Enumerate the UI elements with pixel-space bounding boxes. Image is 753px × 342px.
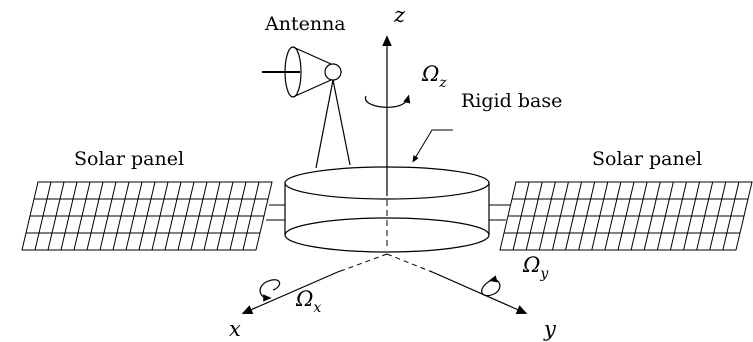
panel-grid-line bbox=[604, 181, 622, 251]
omega-y-label: Ωy bbox=[522, 253, 549, 282]
panel-grid-line bbox=[125, 181, 143, 251]
antenna-label: Antenna bbox=[264, 13, 346, 35]
x-axis-label: x bbox=[229, 317, 241, 341]
panel-grid-line bbox=[99, 181, 117, 251]
antenna-dish bbox=[262, 46, 342, 98]
rotation-arrow-x bbox=[259, 279, 281, 302]
panel-grid-line bbox=[203, 181, 221, 251]
rotation-arrow-y bbox=[481, 275, 501, 297]
panel-grid-line bbox=[709, 181, 727, 251]
panel-grid-line bbox=[683, 181, 701, 251]
panel-grid-line bbox=[86, 181, 104, 251]
panel-grid-line bbox=[722, 181, 740, 251]
rigid-base bbox=[284, 166, 490, 253]
panel-booms bbox=[266, 204, 510, 221]
panel-grid-line bbox=[656, 181, 674, 251]
left-solar-panel-label: Solar panel bbox=[74, 148, 184, 170]
panel-grid-line bbox=[242, 181, 260, 251]
rigid-base-leader bbox=[412, 129, 453, 163]
omega-z-label: Ωz bbox=[421, 62, 447, 91]
panel-grid-line bbox=[229, 181, 247, 251]
rigid-base-label: Rigid base bbox=[461, 90, 562, 112]
left-solar-panel bbox=[21, 181, 273, 251]
panel-grid-line bbox=[617, 181, 635, 251]
panel-grid-line bbox=[190, 181, 208, 251]
panel-grid-line bbox=[112, 181, 130, 251]
rotation-arrow-z bbox=[365, 94, 411, 108]
panel-grid-line bbox=[164, 181, 182, 251]
panel-grid-line bbox=[591, 181, 609, 251]
x-axis bbox=[241, 253, 388, 315]
panel-grid-line bbox=[151, 181, 169, 251]
panel-grid-line bbox=[34, 181, 52, 251]
panel-grid-line bbox=[512, 181, 530, 251]
panel-grid-line bbox=[643, 181, 661, 251]
y-axis bbox=[386, 253, 528, 314]
panel-grid-line bbox=[138, 181, 156, 251]
panel-grid-line bbox=[525, 181, 543, 251]
panel-grid-line bbox=[538, 181, 556, 251]
panel-grid-line bbox=[177, 181, 195, 251]
right-solar-panel bbox=[499, 181, 753, 251]
panel-grid-line bbox=[47, 181, 65, 251]
panel-grid-line bbox=[578, 181, 596, 251]
panel-grid-line bbox=[669, 181, 687, 251]
panel-grid-line bbox=[696, 181, 714, 251]
panel-grid-line bbox=[216, 181, 234, 251]
panel-grid-line bbox=[73, 181, 91, 251]
omega-x-label: Ωx bbox=[295, 287, 321, 316]
z-axis-label: z bbox=[393, 3, 406, 27]
panel-grid-line bbox=[60, 181, 78, 251]
panel-grid-line bbox=[630, 181, 648, 251]
right-solar-panel-label: Solar panel bbox=[592, 148, 702, 170]
y-axis-label: y bbox=[543, 317, 557, 341]
antenna-mast bbox=[315, 79, 351, 169]
panel-grid-line bbox=[565, 181, 583, 251]
panel-grid-line bbox=[551, 181, 569, 251]
